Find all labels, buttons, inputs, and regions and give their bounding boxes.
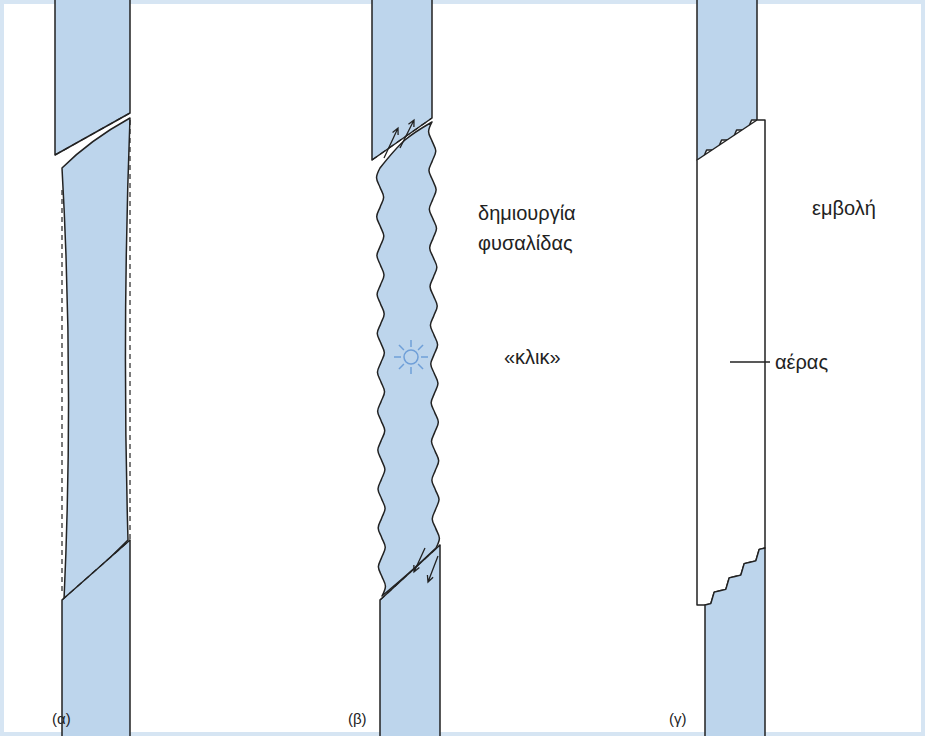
annotation: «κλικ» — [504, 342, 561, 372]
panel-letter: (γ) — [669, 704, 687, 734]
click-burst — [394, 340, 428, 374]
original-wall — [62, 120, 130, 595]
flow-arrow — [414, 548, 425, 572]
vessel-lower — [705, 548, 765, 736]
vessel-element — [62, 118, 130, 600]
vessel-lower — [62, 540, 130, 736]
flow-arrow — [384, 128, 398, 158]
annotation: αέρας — [775, 347, 828, 377]
pit-membrane — [62, 540, 130, 600]
annotation: δημιουργία φυσαλίδας — [478, 198, 628, 258]
flow-arrow — [427, 556, 438, 582]
panel-letter: (α) — [52, 704, 71, 734]
pit-membrane — [380, 545, 440, 600]
annotation: εμβολή — [812, 193, 876, 223]
panel-letter: (β) — [348, 704, 367, 734]
vessel-lower — [380, 545, 440, 736]
pit-membrane — [372, 118, 432, 160]
leader-line — [730, 361, 770, 362]
vessel-element — [377, 122, 440, 596]
flow-arrow — [400, 120, 414, 148]
